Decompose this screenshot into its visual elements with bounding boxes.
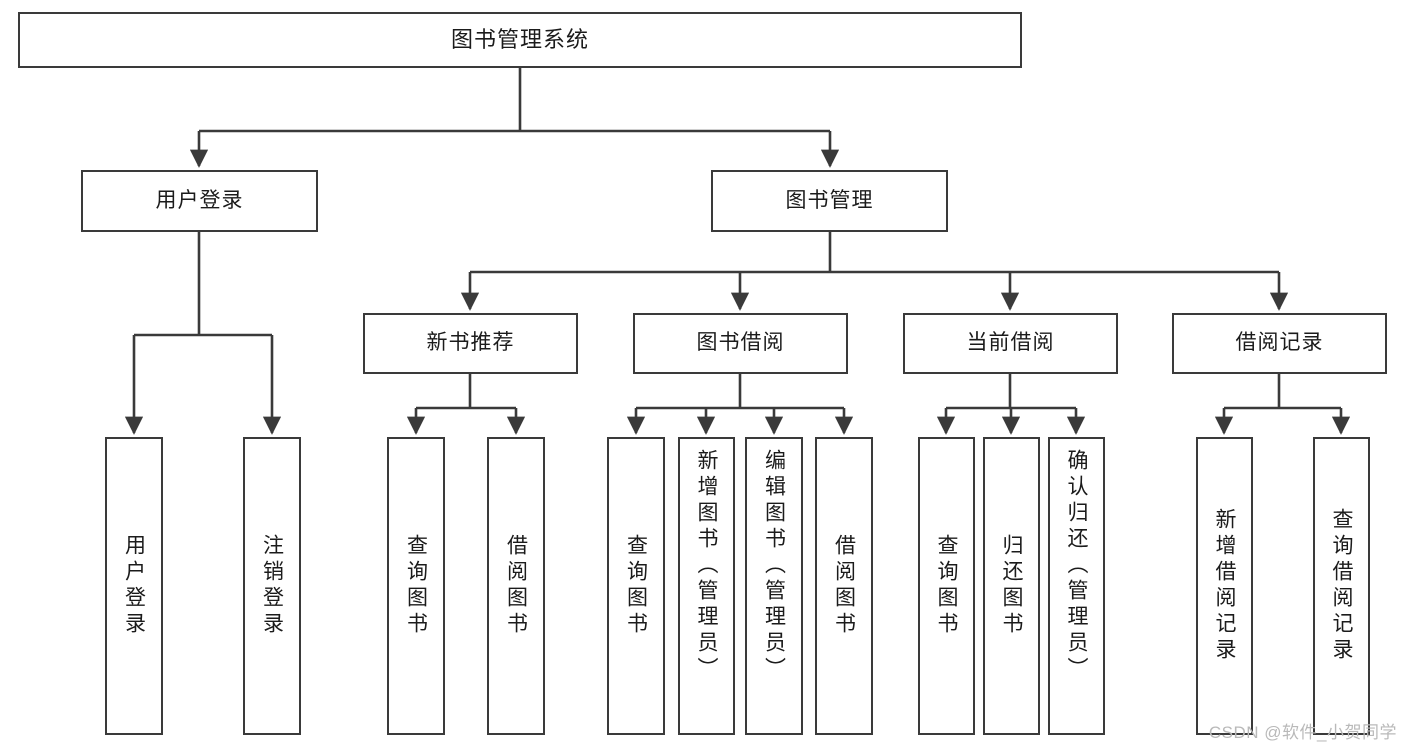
node-label: 确认归还（管理员） [1065,449,1088,683]
node-borrow-record[interactable]: 借阅记录 [1172,313,1387,374]
node-label: 查询图书 [404,534,428,638]
node-label: 图书管理 [785,188,874,212]
node-label: 新书推荐 [426,331,515,355]
node-label: 借阅图书 [504,534,528,638]
node-label: 图书管理系统 [450,27,589,53]
node-book-manage[interactable]: 图书管理 [711,170,948,232]
node-leaf-logout-login[interactable]: 注销登录 [243,437,301,735]
node-leaf-user-login[interactable]: 用户登录 [105,437,163,735]
node-label: 新增借阅记录 [1213,508,1236,664]
node-leaf-query-book-borrow[interactable]: 查询图书 [607,437,665,735]
node-book-borrow[interactable]: 图书借阅 [633,313,848,374]
node-leaf-borrow-book-borrow[interactable]: 借阅图书 [815,437,873,735]
node-label: 图书借阅 [696,331,785,355]
node-leaf-confirm-return[interactable]: 确认归还（管理员） [1048,437,1105,735]
node-leaf-query-book-current[interactable]: 查询图书 [918,437,975,735]
node-label: 注销登录 [260,534,284,638]
node-new-book-recommend[interactable]: 新书推荐 [363,313,578,374]
node-leaf-query-borrow-record[interactable]: 查询借阅记录 [1313,437,1370,735]
node-user-login[interactable]: 用户登录 [81,170,318,232]
node-current-borrow[interactable]: 当前借阅 [903,313,1118,374]
node-label: 用户登录 [155,188,244,212]
node-label: 用户登录 [122,534,146,638]
node-root-book-management-system[interactable]: 图书管理系统 [18,12,1022,68]
node-leaf-add-borrow-record[interactable]: 新增借阅记录 [1196,437,1253,735]
node-label: 借阅记录 [1235,331,1324,355]
node-label: 编辑图书（管理员） [762,449,786,683]
node-label: 归还图书 [1000,534,1023,638]
node-label: 查询图书 [624,534,648,638]
node-label: 借阅图书 [832,534,856,638]
node-leaf-add-book[interactable]: 新增图书（管理员） [678,437,735,735]
node-label: 当前借阅 [966,331,1055,355]
node-label: 新增图书（管理员） [695,449,718,683]
node-leaf-edit-book[interactable]: 编辑图书（管理员） [745,437,803,735]
node-leaf-return-book[interactable]: 归还图书 [983,437,1040,735]
node-leaf-query-book-recommend[interactable]: 查询图书 [387,437,445,735]
node-label: 查询借阅记录 [1330,508,1353,664]
node-leaf-borrow-book-recommend[interactable]: 借阅图书 [487,437,545,735]
node-label: 查询图书 [935,534,958,638]
